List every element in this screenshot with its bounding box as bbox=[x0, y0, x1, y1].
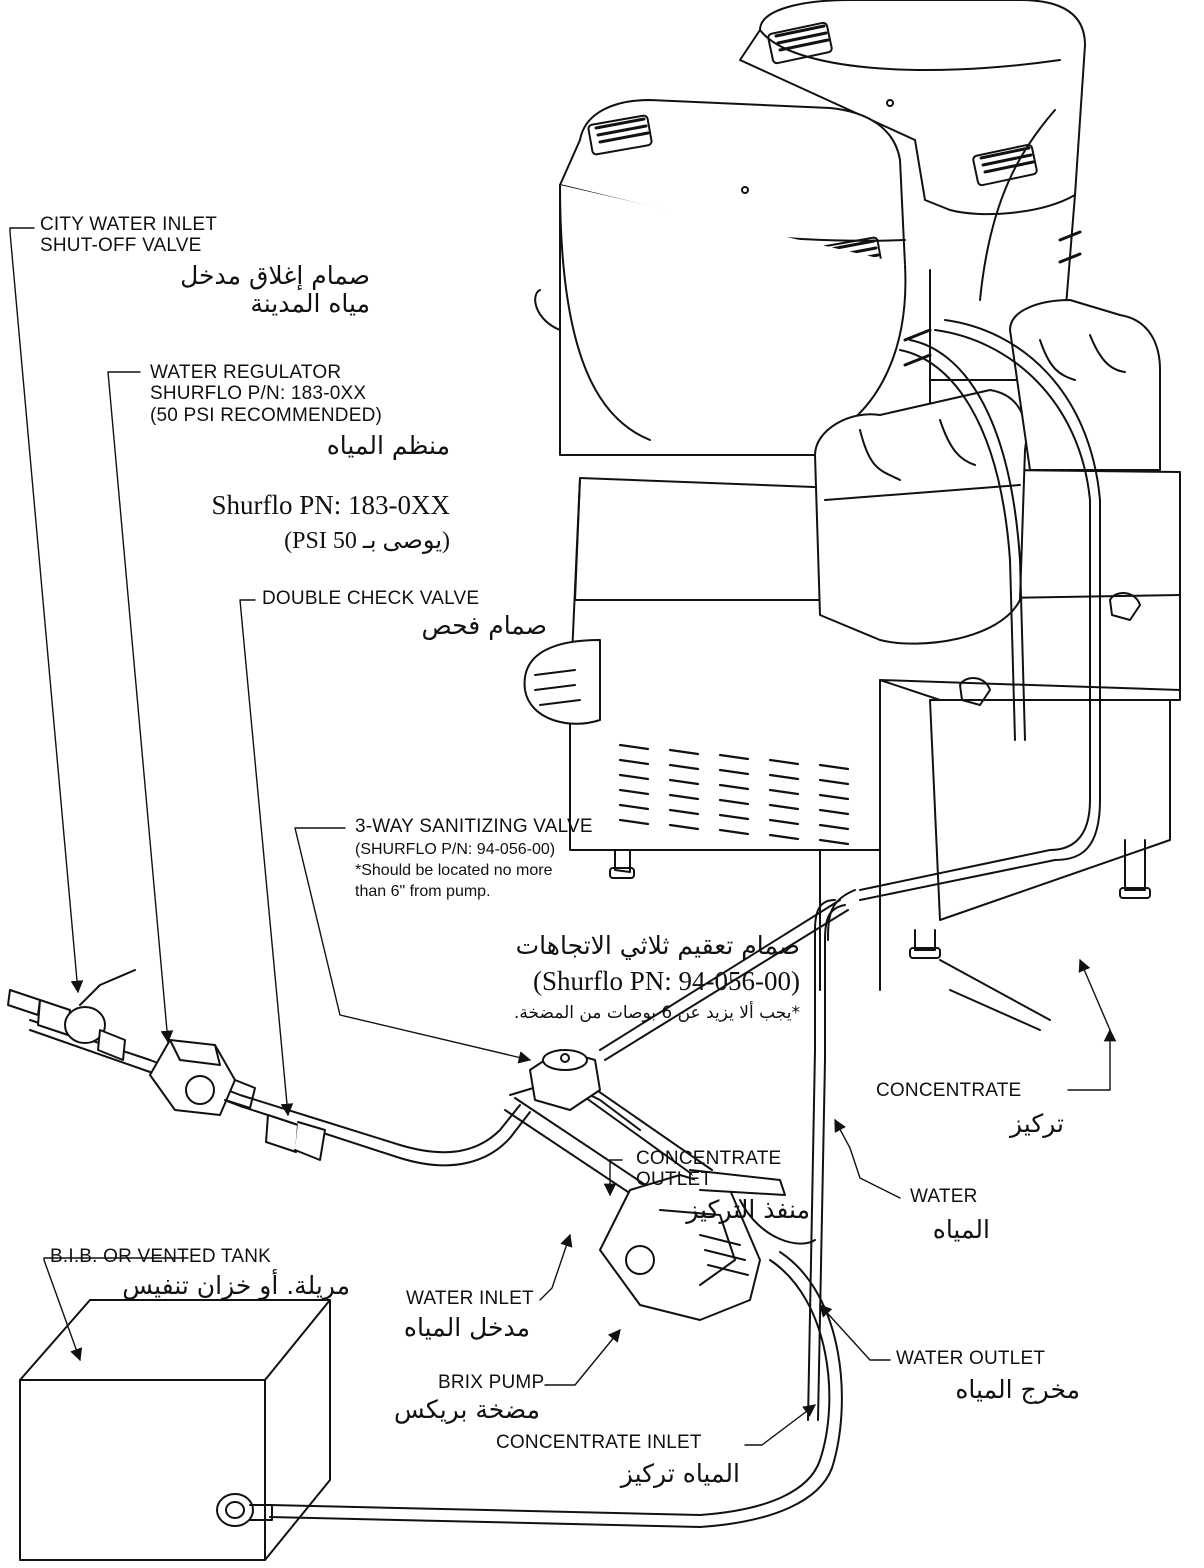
concentrate-en: CONCENTRATE bbox=[876, 1080, 1022, 1101]
label-brix-pump-ar: مضخة بريكس bbox=[380, 1396, 540, 1424]
drip-tray bbox=[523, 639, 601, 725]
water-outlet-tube bbox=[739, 1199, 816, 1245]
label-water-outlet-ar: مخرج المياه bbox=[880, 1376, 1080, 1404]
leader-lines bbox=[9, 227, 1117, 1446]
leader-concentrate-inlet bbox=[744, 1404, 817, 1446]
label-concentrate-ar: تركيز bbox=[876, 1110, 1064, 1138]
concentrate-ar: تركيز bbox=[1010, 1109, 1064, 1138]
label-water-inlet-ar: مدخل المياه bbox=[390, 1314, 530, 1342]
water-en: WATER bbox=[910, 1186, 978, 1207]
body-vents bbox=[618, 743, 850, 846]
tubing bbox=[29, 319, 1101, 1528]
sanitizing-pn: (SHURFLO P/N: 94-056-00) bbox=[355, 841, 556, 859]
label-water-ar: المياه bbox=[900, 1216, 990, 1244]
sanitizing-pn-serif: (Shurflo PN: 94-056-00) bbox=[533, 966, 800, 996]
leader-water-outlet bbox=[819, 1304, 891, 1361]
slush-machine bbox=[523, 0, 1181, 1031]
water-inlet-ar: مدخل المياه bbox=[403, 1313, 530, 1342]
leader-brix-pump bbox=[544, 1329, 621, 1386]
regulator-en-2: SHURFLO P/N: 183-0XX bbox=[150, 383, 367, 405]
label-concentrate-outlet: CONCENTRATE OUTLET bbox=[636, 1148, 781, 1191]
water-outlet-en: WATER OUTLET bbox=[896, 1348, 1046, 1369]
sanitizing-note-2: than 6" from pump. bbox=[355, 883, 491, 901]
brix-pump bbox=[599, 1169, 786, 1321]
sanitizing-note-ar: *يجب ألا يزيد عن 6 بوصات من المضخة. bbox=[514, 1003, 800, 1024]
sanitizing-ar: صمام تعقيم ثلاثي الاتجاهات bbox=[515, 931, 800, 960]
leader-water bbox=[834, 1118, 901, 1199]
label-concentrate: CONCENTRATE bbox=[876, 1080, 1021, 1101]
label-sanitizing-valve-ar: صمام تعقيم ثلاثي الاتجاهات (Shurflo PN: … bbox=[350, 932, 800, 1023]
label-sanitizing-valve: 3-WAY SANITIZING VALVE (SHURFLO P/N: 94-… bbox=[355, 816, 593, 901]
concentrate-inlet-ar: المياه تركيز bbox=[620, 1459, 740, 1488]
label-water-regulator-pn: Shurflo PN: 183-0XX (PSI 50 يوصى بـ) bbox=[150, 490, 450, 555]
leader-check-valve bbox=[239, 599, 294, 1117]
leader-regulator bbox=[107, 371, 174, 1044]
leader-city-water bbox=[9, 227, 84, 994]
check-valve-ar: صمام فحص bbox=[421, 611, 547, 640]
city-water-ar-2: مياه المدينة bbox=[250, 289, 370, 318]
leader-bib-tank bbox=[43, 1257, 189, 1362]
water-tube bbox=[807, 899, 836, 1421]
label-concentrate-outlet-ar: منفذ التركيز bbox=[620, 1196, 810, 1224]
back-lid-vent bbox=[767, 21, 833, 65]
label-double-check-valve-ar: صمام فحص bbox=[262, 612, 547, 640]
brix-pump-ar: مضخة بريكس bbox=[394, 1395, 540, 1424]
label-water-inlet: WATER INLET bbox=[406, 1288, 534, 1309]
label-city-water-valve: CITY WATER INLET SHUT-OFF VALVE bbox=[40, 214, 217, 257]
label-concentrate-inlet-ar: المياه تركيز bbox=[540, 1460, 740, 1488]
regulator-en-3: (50 PSI RECOMMENDED) bbox=[150, 404, 383, 426]
sanitizing-en: 3-WAY SANITIZING VALVE bbox=[355, 816, 593, 837]
concentrate-inlet-en: CONCENTRATE INLET bbox=[496, 1432, 702, 1453]
concentrate-tube bbox=[899, 349, 1016, 741]
label-bib-tank-ar: مريلة. أو خزان تنفيس bbox=[30, 1272, 350, 1300]
water-outlet-ar: مخرج المياه bbox=[955, 1375, 1080, 1404]
shut-off-valve bbox=[7, 969, 136, 1061]
label-water: WATER bbox=[910, 1186, 978, 1207]
label-water-regulator: WATER REGULATOR SHURFLO P/N: 183-0XX (50… bbox=[150, 362, 382, 426]
regulator-ar-1: منظم المياه bbox=[326, 431, 450, 460]
label-water-regulator-ar: منظم المياه bbox=[150, 432, 450, 460]
concentrate-inlet-tube bbox=[269, 1259, 831, 1516]
label-city-water-valve-ar: صمام إغلاق مدخل مياه المدينة bbox=[20, 262, 370, 318]
regulator-pn: Shurflo PN: 183-0XX bbox=[211, 490, 450, 520]
leader-concentrate-outlet bbox=[603, 1159, 623, 1197]
sanitizing-valve bbox=[529, 1049, 601, 1111]
label-water-outlet: WATER OUTLET bbox=[896, 1348, 1045, 1369]
bib-tank-ar: مريلة. أو خزان تنفيس bbox=[122, 1271, 350, 1300]
city-water-en-2: SHUT-OFF VALVE bbox=[40, 235, 202, 257]
back-valve-cover bbox=[1009, 299, 1161, 471]
regulator-en-1: WATER REGULATOR bbox=[150, 362, 342, 383]
label-brix-pump: BRIX PUMP bbox=[438, 1372, 544, 1393]
brix-pump-en: BRIX PUMP bbox=[438, 1372, 545, 1393]
city-water-en-1: CITY WATER INLET bbox=[40, 214, 218, 235]
leader-water-inlet bbox=[539, 1233, 573, 1301]
concentrate-outlet-ar: منفذ التركيز bbox=[686, 1195, 810, 1224]
label-double-check-valve: DOUBLE CHECK VALVE bbox=[262, 588, 479, 609]
label-concentrate-inlet: CONCENTRATE INLET bbox=[496, 1432, 702, 1453]
leader-sanitizing bbox=[294, 827, 532, 1064]
concentrate-outlet-en-1: CONCENTRATE bbox=[636, 1148, 782, 1169]
check-valve-en: DOUBLE CHECK VALVE bbox=[262, 588, 480, 609]
leader-concentrate bbox=[1067, 1028, 1117, 1091]
water-inlet-en: WATER INLET bbox=[406, 1288, 534, 1309]
water-regulator bbox=[149, 1039, 256, 1116]
city-water-ar-1: صمام إغلاق مدخل bbox=[180, 261, 370, 290]
concentrate-outlet-en-2: OUTLET bbox=[636, 1169, 713, 1191]
bib-tank bbox=[19, 1299, 331, 1561]
water-supply-line bbox=[29, 1019, 521, 1154]
label-bib-tank: B.I.B. OR VENTED TANK bbox=[50, 1246, 271, 1267]
regulator-psi: (PSI 50 يوصى بـ) bbox=[284, 528, 450, 555]
double-check-valve bbox=[265, 1114, 326, 1161]
bib-tank-en: B.I.B. OR VENTED TANK bbox=[50, 1246, 271, 1267]
machine-legs bbox=[609, 839, 1151, 1031]
water-ar: المياه bbox=[932, 1215, 990, 1244]
sanitizing-note-1: *Should be located no more bbox=[355, 862, 553, 880]
